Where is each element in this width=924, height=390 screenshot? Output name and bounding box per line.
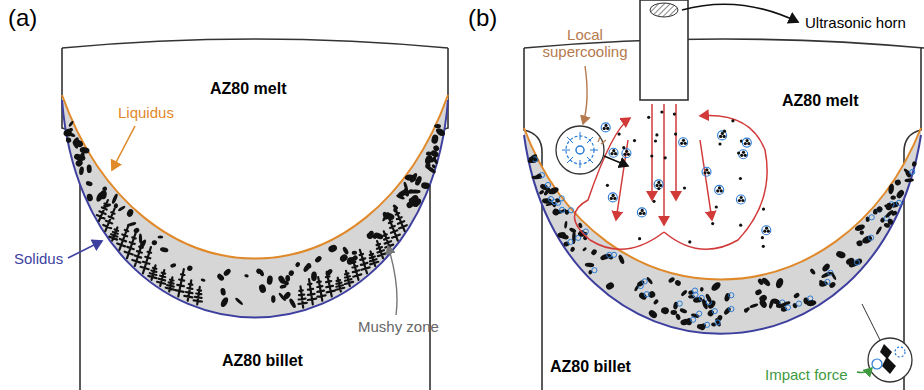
solidus-leader (68, 241, 102, 258)
liquidus-line-a (62, 95, 448, 259)
supercooling-callout (556, 66, 628, 174)
ultrasonic-horn (640, 0, 688, 100)
grains-a (63, 120, 446, 309)
zone-label: Mushy zone (358, 318, 439, 335)
region-label: AZ80 melt (210, 80, 286, 98)
callout-label: Local supercooling (535, 26, 635, 61)
callout-label: Impact force (765, 366, 848, 383)
mushy-zone-a (62, 95, 448, 318)
liquidus-leader (112, 126, 135, 170)
solidus-line-a (62, 100, 448, 318)
line-label: Liquidus (118, 104, 174, 121)
mould-outline-b (524, 39, 924, 390)
region-label: AZ80 billet (550, 358, 631, 376)
horn-arrow (682, 4, 798, 22)
region-label: AZ80 billet (222, 352, 303, 370)
streaming-arrows (574, 104, 767, 249)
panel-letter: (b) (468, 4, 497, 32)
mould-outline-a (62, 39, 448, 390)
region-label: AZ80 melt (782, 92, 858, 110)
mushy-leader (388, 246, 397, 315)
impact-force-callout (857, 304, 912, 382)
melt-nuclei (601, 110, 771, 248)
liquidus-line-b (524, 128, 921, 280)
line-label: Solidus (14, 250, 63, 267)
panel-letter: (a) (8, 4, 37, 32)
grains-b (527, 153, 917, 331)
part-label: Ultrasonic horn (805, 14, 906, 31)
